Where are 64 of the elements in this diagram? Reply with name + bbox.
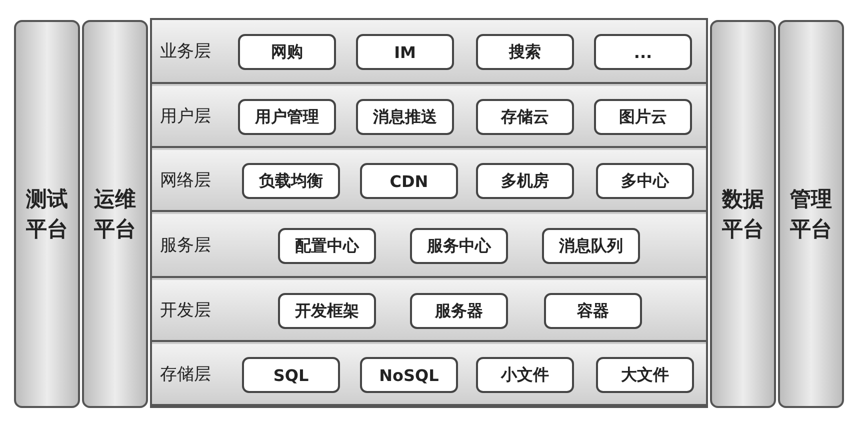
component-label: 搜索	[509, 42, 541, 62]
component-box	[242, 163, 340, 199]
component-label: 多机房	[501, 170, 549, 192]
component-box	[542, 228, 640, 264]
platform-label: 运维平台	[93, 186, 137, 243]
layer-band	[152, 214, 706, 278]
component-box	[476, 34, 574, 70]
component-box	[356, 99, 454, 135]
component-label: 多中心	[621, 170, 669, 192]
component-label: NoSQL	[379, 366, 439, 384]
platform-column	[82, 20, 148, 408]
platform-column	[710, 20, 776, 408]
component-box	[476, 163, 574, 199]
component-label: 服务器	[435, 300, 483, 322]
component-box	[596, 163, 694, 199]
component-box	[594, 34, 692, 70]
component-label: 负载均衡	[259, 170, 323, 192]
component-box	[242, 357, 340, 393]
component-box	[238, 99, 336, 135]
component-box	[356, 34, 454, 70]
component-box	[360, 357, 458, 393]
component-label: 开发框架	[295, 300, 359, 322]
component-label: ...	[634, 42, 652, 62]
platform-column	[778, 20, 844, 408]
layer-label: 网络层	[160, 170, 211, 192]
component-label: 服务中心	[427, 236, 491, 256]
component-label: 配置中心	[295, 236, 359, 256]
component-box	[410, 228, 508, 264]
layer-label: 用户层	[160, 106, 211, 128]
layer-band	[152, 150, 706, 212]
component-box	[238, 34, 336, 70]
platform-label: 管理平台	[789, 186, 833, 243]
component-box	[278, 228, 376, 264]
layer-band	[152, 86, 706, 148]
component-label: 存储云	[501, 106, 549, 128]
component-label: 用户管理	[255, 106, 319, 128]
component-label: IM	[394, 42, 416, 62]
platform-label: 测试平台	[24, 186, 69, 243]
component-label: 网购	[271, 42, 303, 62]
layer-label: 存储层	[160, 364, 211, 386]
component-label: 容器	[577, 300, 609, 322]
component-label: 消息队列	[559, 236, 623, 256]
component-box	[544, 293, 642, 329]
layer-label: 开发层	[160, 300, 211, 322]
component-label: 大文件	[621, 364, 669, 386]
component-label: 图片云	[619, 106, 667, 128]
component-label: CDN	[390, 172, 428, 190]
component-label: SQL	[273, 366, 309, 384]
layer-label: 业务层	[160, 40, 211, 62]
component-box	[476, 357, 574, 393]
platform-label: 数据平台	[720, 186, 765, 243]
layer-band	[152, 20, 706, 84]
component-label: 小文件	[501, 364, 549, 386]
component-box	[410, 293, 508, 329]
component-box	[594, 99, 692, 135]
platform-column	[14, 20, 80, 408]
layer-band	[152, 344, 706, 406]
component-label: 消息推送	[373, 106, 437, 128]
component-box	[476, 99, 574, 135]
component-box	[360, 163, 458, 199]
layer-label: 服务层	[160, 234, 211, 256]
component-box	[278, 293, 376, 329]
component-box	[596, 357, 694, 393]
layer-band	[152, 280, 706, 342]
